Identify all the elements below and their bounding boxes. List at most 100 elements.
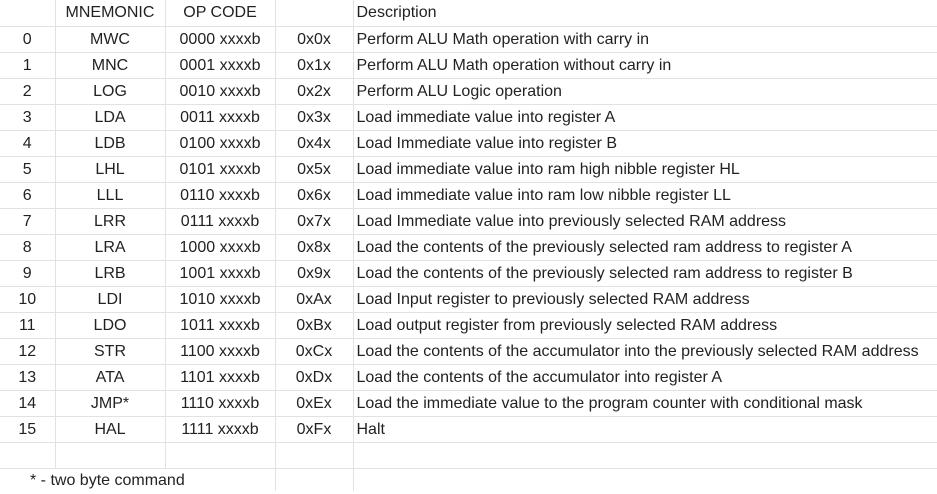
index-cell[interactable]: 11 xyxy=(0,312,56,339)
mnemonic-cell[interactable]: LRB xyxy=(55,260,166,287)
footnote-cell[interactable]: * - two byte command xyxy=(30,472,185,489)
mnemonic-cell[interactable]: LRR xyxy=(55,208,166,235)
mnemonic-cell[interactable]: LRA xyxy=(55,234,166,261)
description-cell[interactable]: Load the contents of the previously sele… xyxy=(353,234,937,261)
mnemonic-cell[interactable]: ATA xyxy=(55,364,166,391)
hex-cell[interactable]: 0x5x xyxy=(275,156,354,183)
hex-cell[interactable]: 0x2x xyxy=(275,78,354,105)
opcode-cell[interactable]: 1010 xxxxb xyxy=(165,286,276,313)
opcode-cell[interactable]: 0100 xxxxb xyxy=(165,130,276,157)
index-cell[interactable]: 9 xyxy=(0,260,56,287)
opcode-cell[interactable]: 1011 xxxxb xyxy=(165,312,276,339)
opcode-cell[interactable]: 0001 xxxxb xyxy=(165,52,276,79)
header-index-cell[interactable] xyxy=(0,0,56,27)
description-cell[interactable]: Halt xyxy=(353,416,937,443)
hex-cell[interactable]: 0xEx xyxy=(275,390,354,417)
opcode-cell[interactable]: 1000 xxxxb xyxy=(165,234,276,261)
header-description-cell[interactable]: Description xyxy=(353,0,937,27)
mnemonic-cell[interactable]: LDB xyxy=(55,130,166,157)
mnemonic-cell[interactable]: MNC xyxy=(55,52,166,79)
opcode-cell[interactable]: 0101 xxxxb xyxy=(165,156,276,183)
empty-cell[interactable] xyxy=(353,442,937,469)
index-cell[interactable]: 0 xyxy=(0,26,56,53)
description-cell[interactable]: Load Immediate value into previously sel… xyxy=(353,208,937,235)
description-cell[interactable]: Perform ALU Logic operation xyxy=(353,78,937,105)
mnemonic-cell[interactable]: LLL xyxy=(55,182,166,209)
hex-cell[interactable]: 0xCx xyxy=(275,338,354,365)
description-cell[interactable]: Perform ALU Math operation with carry in xyxy=(353,26,937,53)
opcode-cell[interactable]: 0110 xxxxb xyxy=(165,182,276,209)
description-cell[interactable]: Load immediate value into register A xyxy=(353,104,937,131)
index-cell[interactable]: 6 xyxy=(0,182,56,209)
description-cell[interactable]: Load immediate value into ram high nibbl… xyxy=(353,156,937,183)
opcode-cell[interactable]: 1100 xxxxb xyxy=(165,338,276,365)
index-cell[interactable]: 8 xyxy=(0,234,56,261)
opcode-cell[interactable]: 0111 xxxxb xyxy=(165,208,276,235)
hex-cell[interactable]: 0x9x xyxy=(275,260,354,287)
description-cell[interactable]: Load Immediate value into register B xyxy=(353,130,937,157)
index-cell[interactable]: 2 xyxy=(0,78,56,105)
header-hex-cell[interactable] xyxy=(275,0,354,27)
empty-cell[interactable] xyxy=(275,442,354,469)
mnemonic-cell[interactable]: LOG xyxy=(55,78,166,105)
hex-cell[interactable]: 0x8x xyxy=(275,234,354,261)
mnemonic-cell[interactable]: LDI xyxy=(55,286,166,313)
hex-cell[interactable]: 0x0x xyxy=(275,26,354,53)
index-cell[interactable]: 7 xyxy=(0,208,56,235)
index-cell[interactable]: 3 xyxy=(0,104,56,131)
opcode-cell[interactable]: 1001 xxxxb xyxy=(165,260,276,287)
empty-cell[interactable] xyxy=(0,442,56,469)
description-cell[interactable]: Load immediate value into ram low nibble… xyxy=(353,182,937,209)
index-cell[interactable]: 13 xyxy=(0,364,56,391)
index-cell[interactable]: 1 xyxy=(0,52,56,79)
mnemonic-cell[interactable]: LDO xyxy=(55,312,166,339)
hex-cell[interactable]: 0xAx xyxy=(275,286,354,313)
opcode-cell[interactable]: 1101 xxxxb xyxy=(165,364,276,391)
hex-cell[interactable]: 0x3x xyxy=(275,104,354,131)
mnemonic-cell[interactable]: LDA xyxy=(55,104,166,131)
description-cell[interactable]: Load Input register to previously select… xyxy=(353,286,937,313)
mnemonic-cell[interactable]: JMP* xyxy=(55,390,166,417)
index-cell[interactable]: 12 xyxy=(0,338,56,365)
hex-cell[interactable]: 0x7x xyxy=(275,208,354,235)
header-opcode-cell[interactable]: OP CODE xyxy=(165,0,276,27)
opcode-cell[interactable]: 0011 xxxxb xyxy=(165,104,276,131)
index-cell[interactable]: 5 xyxy=(0,156,56,183)
empty-cell[interactable] xyxy=(55,442,166,469)
description-cell[interactable]: Load the immediate value to the program … xyxy=(353,390,937,417)
header-mnemonic-cell[interactable]: MNEMONIC xyxy=(55,0,166,27)
hex-cell[interactable]: 0x1x xyxy=(275,52,354,79)
hex-cell[interactable]: 0x4x xyxy=(275,130,354,157)
hex-cell[interactable]: 0xFx xyxy=(275,416,354,443)
mnemonic-cell[interactable]: HAL xyxy=(55,416,166,443)
index-cell[interactable]: 14 xyxy=(0,390,56,417)
index-cell[interactable]: 15 xyxy=(0,416,56,443)
opcode-cell[interactable]: 0000 xxxxb xyxy=(165,26,276,53)
description-cell[interactable]: Load the contents of the accumulator int… xyxy=(353,364,937,391)
description-cell[interactable]: Load the contents of the previously sele… xyxy=(353,260,937,287)
mnemonic-cell[interactable]: STR xyxy=(55,338,166,365)
description-cell[interactable]: Load the contents of the accumulator int… xyxy=(353,338,937,365)
hex-cell[interactable]: 0xDx xyxy=(275,364,354,391)
description-cell[interactable]: Load output register from previously sel… xyxy=(353,312,937,339)
opcode-cell[interactable]: 0010 xxxxb xyxy=(165,78,276,105)
index-cell[interactable]: 4 xyxy=(0,130,56,157)
opcode-cell[interactable]: 1110 xxxxb xyxy=(165,390,276,417)
description-cell[interactable]: Perform ALU Math operation without carry… xyxy=(353,52,937,79)
opcode-cell[interactable]: 1111 xxxxb xyxy=(165,416,276,443)
mnemonic-cell[interactable]: LHL xyxy=(55,156,166,183)
empty-cell[interactable] xyxy=(165,442,276,469)
hex-cell[interactable]: 0xBx xyxy=(275,312,354,339)
hex-cell[interactable]: 0x6x xyxy=(275,182,354,209)
index-cell[interactable]: 10 xyxy=(0,286,56,313)
mnemonic-cell[interactable]: MWC xyxy=(55,26,166,53)
